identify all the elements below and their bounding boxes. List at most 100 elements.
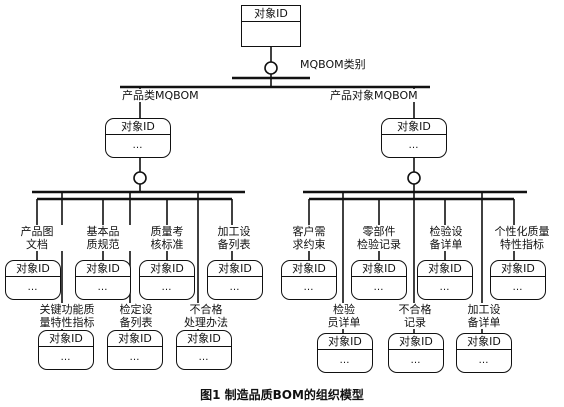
entity-header: 对象ID (389, 334, 443, 350)
left-child-label: 加工设 备列表 (205, 225, 263, 251)
left-child-entity: 对象ID … (176, 330, 232, 370)
right-child-entity: 对象ID … (456, 333, 512, 373)
entity-body: … (408, 140, 420, 151)
entity-body: … (161, 282, 173, 293)
relation-label: MQBOM类别 (300, 58, 366, 71)
left-child-label: 检定设 备列表 (108, 303, 164, 329)
label-line: 文档 (26, 238, 48, 251)
entity-header: 对象ID (6, 261, 60, 277)
right-child-label: 客户需 求约束 (280, 225, 338, 251)
left-child-entity: 对象ID … (139, 260, 195, 300)
label-line: 备列表 (119, 316, 153, 329)
label-line: 核标准 (150, 238, 184, 251)
left-child-label: 基本品 质规范 (75, 225, 131, 251)
entity-header: 对象ID (418, 261, 472, 277)
right-branch-entity: 对象ID … (381, 118, 447, 158)
entity-body: … (229, 282, 241, 293)
entity-body: … (97, 282, 109, 293)
left-child-label: 产品图 文档 (9, 225, 65, 251)
label-line: 量特性指标 (39, 316, 95, 329)
right-child-entity: 对象ID … (388, 333, 444, 373)
right-child-label: 加工设 备详单 (454, 303, 514, 329)
label-line: 备详单 (467, 316, 501, 329)
right-child-label: 零部件 检验记录 (346, 225, 412, 251)
entity-body: … (373, 282, 385, 293)
entity-body: … (27, 282, 39, 293)
label-line: 备详单 (429, 238, 463, 251)
label-line: 关键功能质 (39, 303, 95, 316)
label-line: 员详单 (327, 316, 361, 329)
entity-body: … (439, 282, 451, 293)
entity-body: … (132, 140, 144, 151)
right-child-label: 检验 员详单 (316, 303, 372, 329)
left-branch-label: 产品类MQBOM (122, 89, 199, 102)
entity-header: 对象ID (106, 119, 170, 135)
entity-header: 对象ID (282, 261, 336, 277)
left-child-label: 关键功能质 量特性指标 (34, 303, 100, 329)
entity-body: … (129, 352, 141, 363)
label-line: 加工设 (217, 225, 251, 238)
left-child-label: 质量考 核标准 (139, 225, 195, 251)
right-child-entity: 对象ID … (417, 260, 473, 300)
entity-body: … (198, 352, 210, 363)
right-child-label: 不合格 记录 (387, 303, 443, 329)
right-child-label: 检验设 备详单 (418, 225, 474, 251)
entity-body: … (303, 282, 315, 293)
right-child-entity: 对象ID … (490, 260, 546, 300)
label-line: 检定设 (119, 303, 153, 316)
label-line: 不合格 (189, 303, 223, 316)
entity-header: 对象ID (177, 331, 231, 347)
entity-header: 对象ID (457, 334, 511, 350)
root-entity: 对象ID (241, 5, 301, 47)
left-child-entity: 对象ID … (38, 330, 94, 370)
left-child-entity: 对象ID … (5, 260, 61, 300)
label-line: 质规范 (86, 238, 120, 251)
right-child-label: 个性化质量 特性指标 (486, 225, 558, 251)
entity-body: … (339, 355, 351, 366)
entity-header: 对象ID (108, 331, 162, 347)
right-child-entity: 对象ID … (317, 333, 373, 373)
left-child-entity: 对象ID … (75, 260, 131, 300)
entity-header: 对象ID (352, 261, 406, 277)
right-node (407, 171, 421, 185)
label-line: 加工设 (467, 303, 501, 316)
label-line: 零部件 (362, 225, 396, 238)
right-child-entity: 对象ID … (351, 260, 407, 300)
left-child-label: 不合格 处理办法 (173, 303, 239, 329)
label-line: 记录 (404, 316, 426, 329)
label-line: 产品图 (20, 225, 54, 238)
label-line: 特性指标 (500, 238, 544, 251)
entity-header: 对象ID (76, 261, 130, 277)
entity-header: 对象ID (208, 261, 262, 277)
label-line: 求约束 (292, 238, 326, 251)
label-line: 处理办法 (184, 316, 228, 329)
label-line: 基本品 (86, 225, 120, 238)
label-line: 客户需 (292, 225, 326, 238)
entity-body: … (60, 352, 72, 363)
entity-header: 对象ID (242, 6, 300, 22)
entity-body: … (478, 355, 490, 366)
label-line: 检验记录 (357, 238, 401, 251)
entity-header: 对象ID (491, 261, 545, 277)
entity-header: 对象ID (140, 261, 194, 277)
entity-header: 对象ID (39, 331, 93, 347)
label-line: 不合格 (398, 303, 432, 316)
right-child-entity: 对象ID … (281, 260, 337, 300)
left-child-entity: 对象ID … (207, 260, 263, 300)
entity-header: 对象ID (382, 119, 446, 135)
right-branch-label: 产品对象MQBOM (330, 89, 418, 102)
label-line: 个性化质量 (494, 225, 550, 238)
left-child-entity: 对象ID … (107, 330, 163, 370)
label-line: 检验设 (429, 225, 463, 238)
figure-caption: 图1 制造品质BOM的组织模型 (200, 388, 364, 402)
relation-node (264, 61, 278, 75)
entity-body: … (410, 355, 422, 366)
left-node (133, 171, 147, 185)
label-line: 质量考 (150, 225, 184, 238)
label-line: 检验 (333, 303, 355, 316)
entity-header: 对象ID (318, 334, 372, 350)
entity-body: … (512, 282, 524, 293)
label-line: 备列表 (217, 238, 251, 251)
left-branch-entity: 对象ID … (105, 118, 171, 158)
